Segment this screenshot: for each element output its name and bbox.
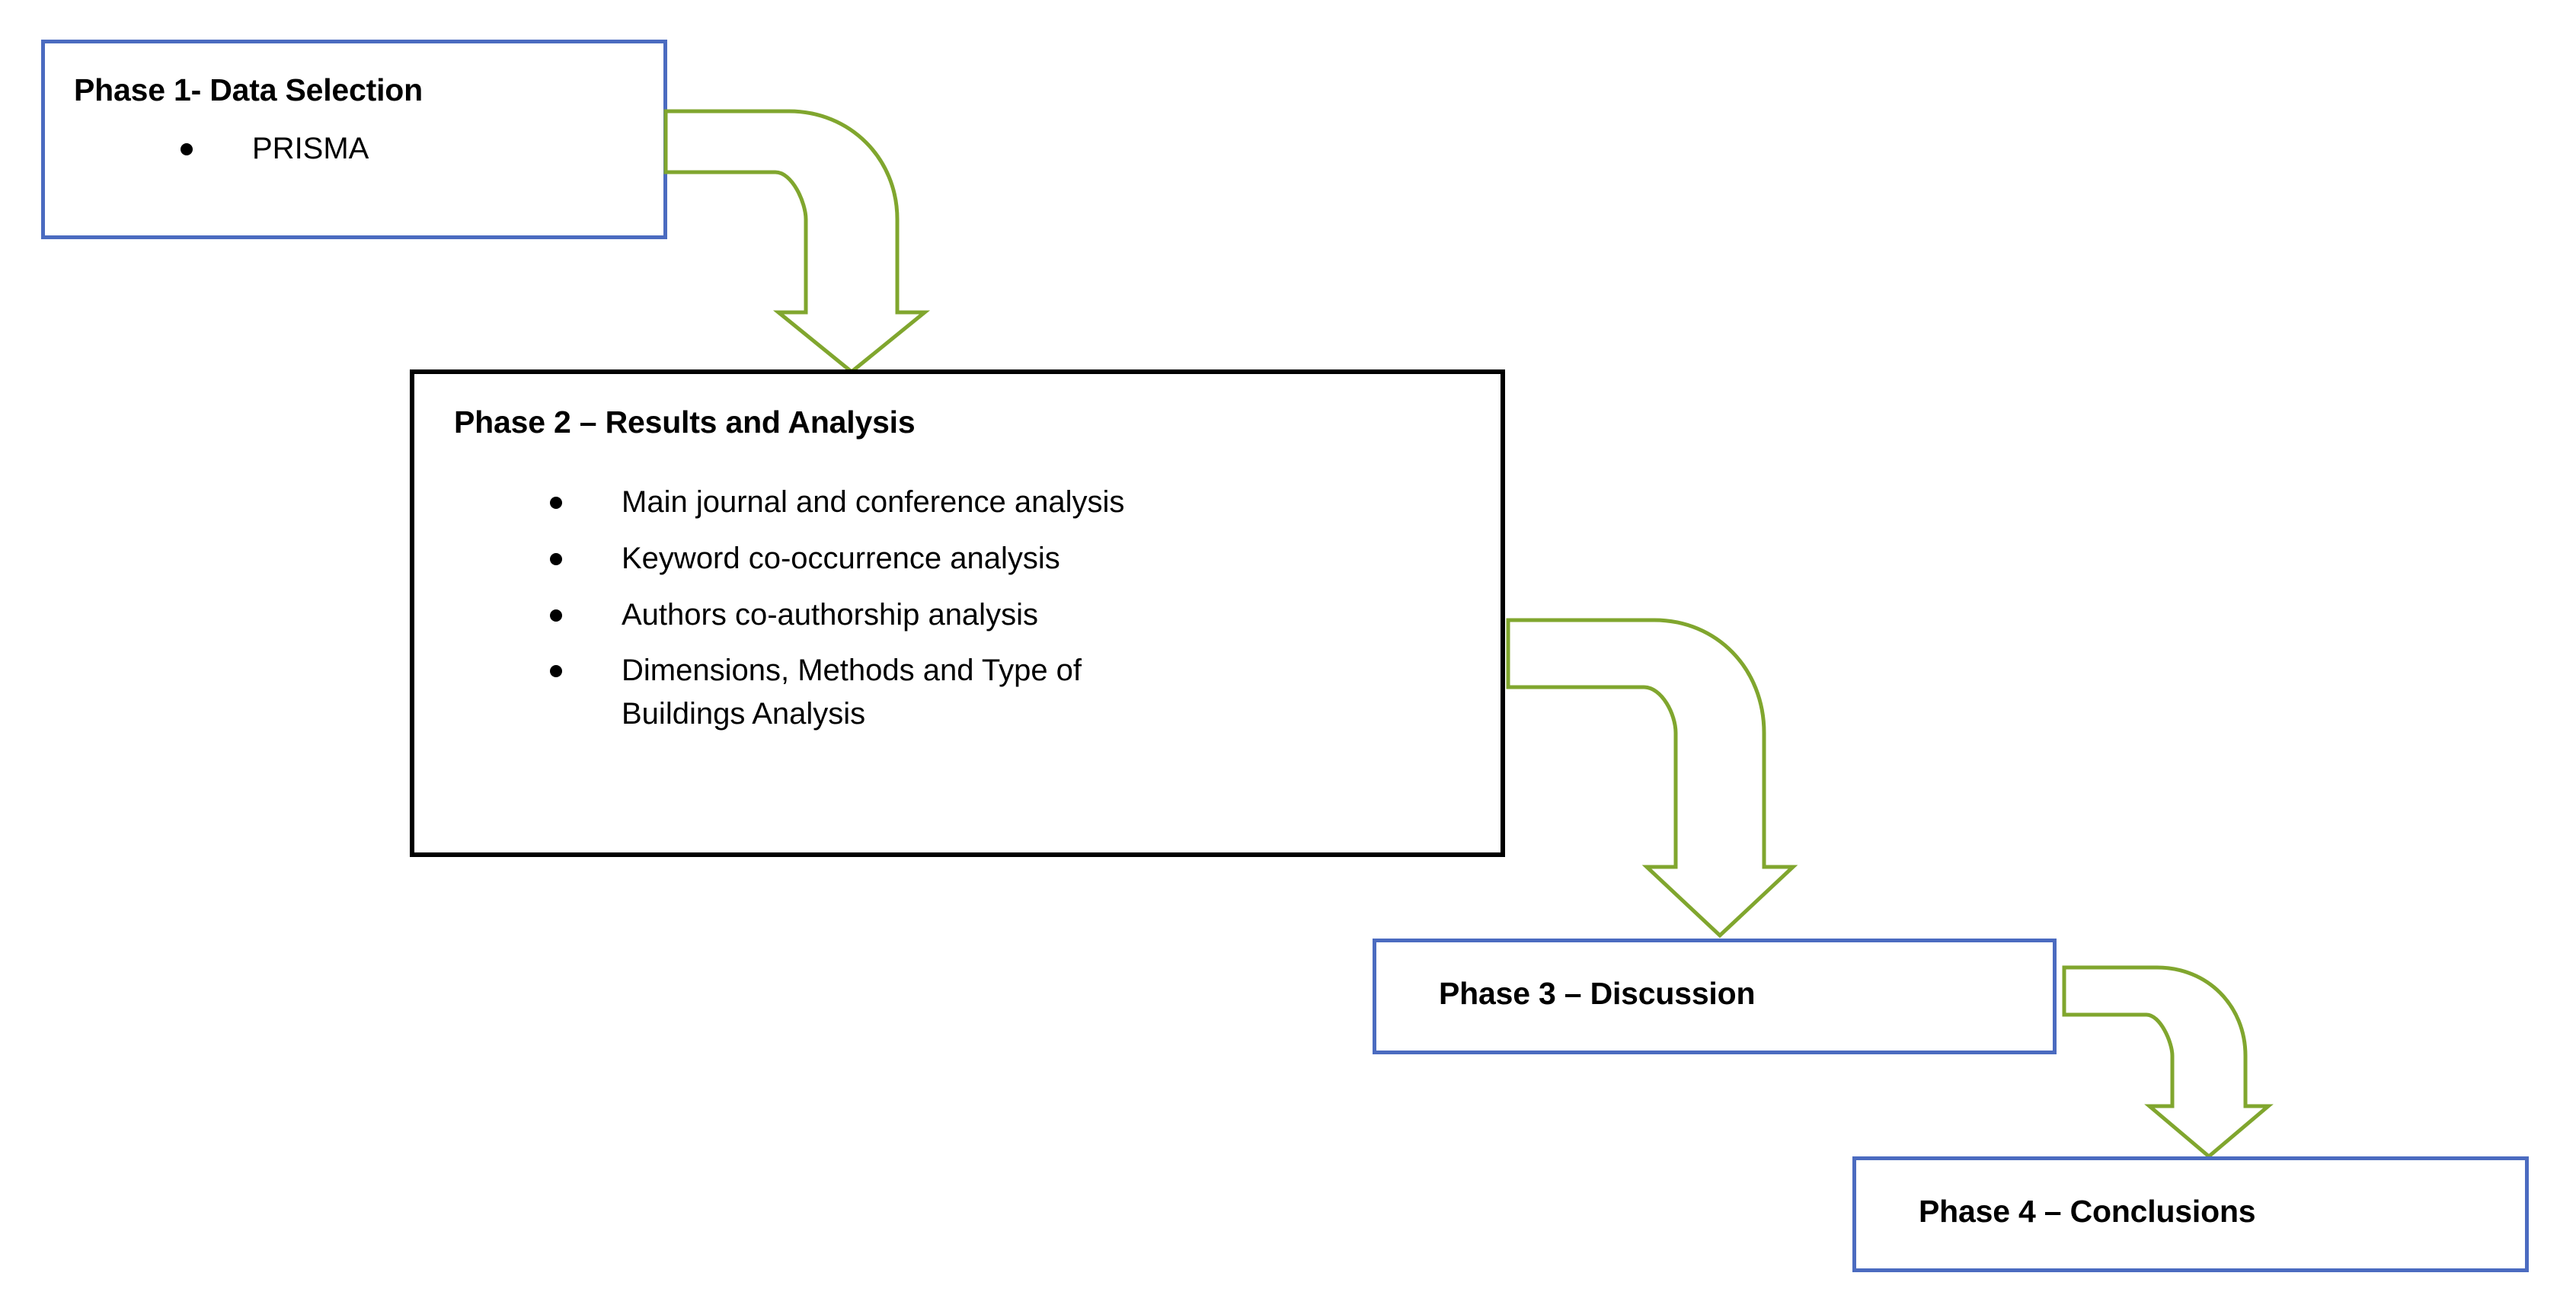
phase-3-box[interactable]: Phase 3 – Discussion (1373, 939, 2057, 1054)
phase-1-box[interactable]: Phase 1- Data Selection PRISMA (41, 40, 667, 239)
bullet-dot-icon (550, 497, 562, 509)
phase-2-bullet-list: Main journal and conference analysis Key… (536, 481, 1420, 749)
bullet-text: Authors co-authorship analysis (622, 597, 1038, 632)
phase-3-title: Phase 3 – Discussion (1439, 976, 1756, 1011)
bullet-text: Keyword co-occurrence analysis (622, 541, 1060, 575)
bullet-dot-icon (181, 143, 193, 155)
arrow-2-shape (1506, 618, 1798, 939)
bullet-dot-icon (550, 609, 562, 622)
arrow-phase2-to-phase3 (1506, 618, 1798, 939)
phase-1-title: Phase 1- Data Selection (74, 72, 423, 107)
bullet-text: Main journal and conference analysis (622, 485, 1125, 519)
list-item: PRISMA (167, 127, 639, 171)
phase-1-bullet-list: PRISMA (167, 127, 639, 184)
arrow-1-shape (663, 109, 931, 375)
arrow-3-shape (2062, 965, 2274, 1159)
arrow-phase1-to-phase2 (663, 109, 931, 375)
arrow-phase3-to-phase4 (2062, 965, 2274, 1159)
bullet-text: Dimensions, Methods and Type of Building… (622, 654, 1082, 731)
phase-2-box[interactable]: Phase 2 – Results and Analysis Main jour… (410, 369, 1505, 857)
phase-4-title: Phase 4 – Conclusions (1919, 1194, 2256, 1229)
list-item: Dimensions, Methods and Type of Building… (536, 649, 1420, 736)
list-item: Authors co-authorship analysis (536, 593, 1420, 637)
bullet-dot-icon (550, 552, 562, 565)
phase-2-title: Phase 2 – Results and Analysis (454, 405, 916, 440)
bullet-dot-icon (550, 665, 562, 678)
bullet-text: PRISMA (252, 132, 369, 165)
list-item: Keyword co-occurrence analysis (536, 537, 1420, 580)
phase-4-box[interactable]: Phase 4 – Conclusions (1852, 1156, 2529, 1272)
list-item: Main journal and conference analysis (536, 481, 1420, 524)
